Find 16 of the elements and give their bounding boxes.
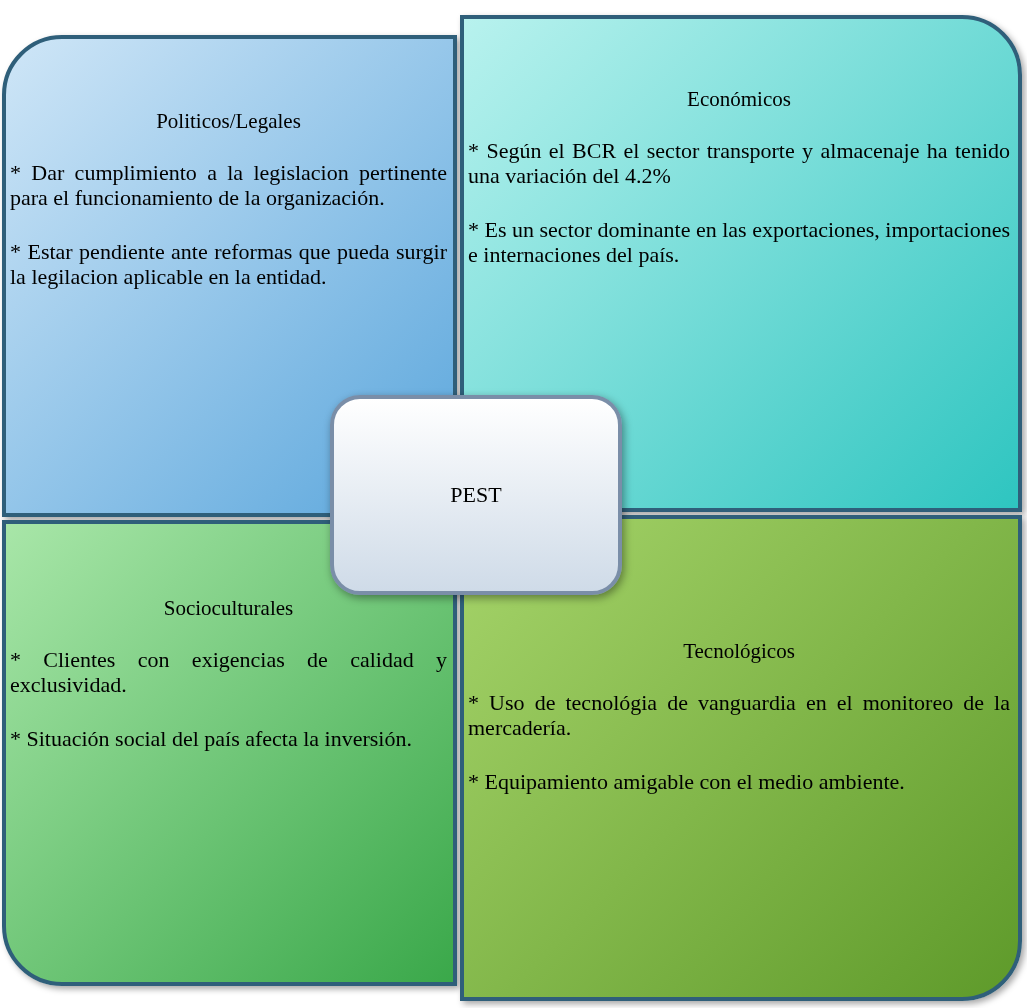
quadrant-panel [2,520,457,986]
center-title: PEST [450,482,502,508]
bullet-text: * Dar cumplimiento a la legislacion pertinente para el funcionamiento de la organización. [10,160,447,211]
bullet-text: * Estar pendiente ante reformas que pueda surgir la legilacion aplicable en la entidad. [10,238,447,290]
bullet-text: * Uso de tecnológia de vanguardia en el monitoreo de la mercadería. [468,690,1010,741]
quadrant-heading: Politicos/Legales [155,109,302,134]
quadrant-heading: Económicos [686,87,792,112]
quadrant-heading: Socioculturales [162,596,295,621]
bullet-text: * Equipamiento amigable con el medio ambiente. [468,768,906,794]
bullet-text: * Situación social del país afecta la inversión. [10,725,413,751]
center-box [330,395,622,595]
bullet-text: * Clientes con exigencias de calidad y exclusividad. [10,647,447,698]
bullet-text: * Según el BCR el sector transporte y almacenaje ha tenido una variación del 4.2% [468,138,1010,189]
quadrant-heading: Tecnológicos [682,639,796,664]
bullet-text: * Es un sector dominante en las exportaciones, importaciones e internaciones del país. [468,216,1010,268]
quadrant-panel [460,515,1022,1001]
